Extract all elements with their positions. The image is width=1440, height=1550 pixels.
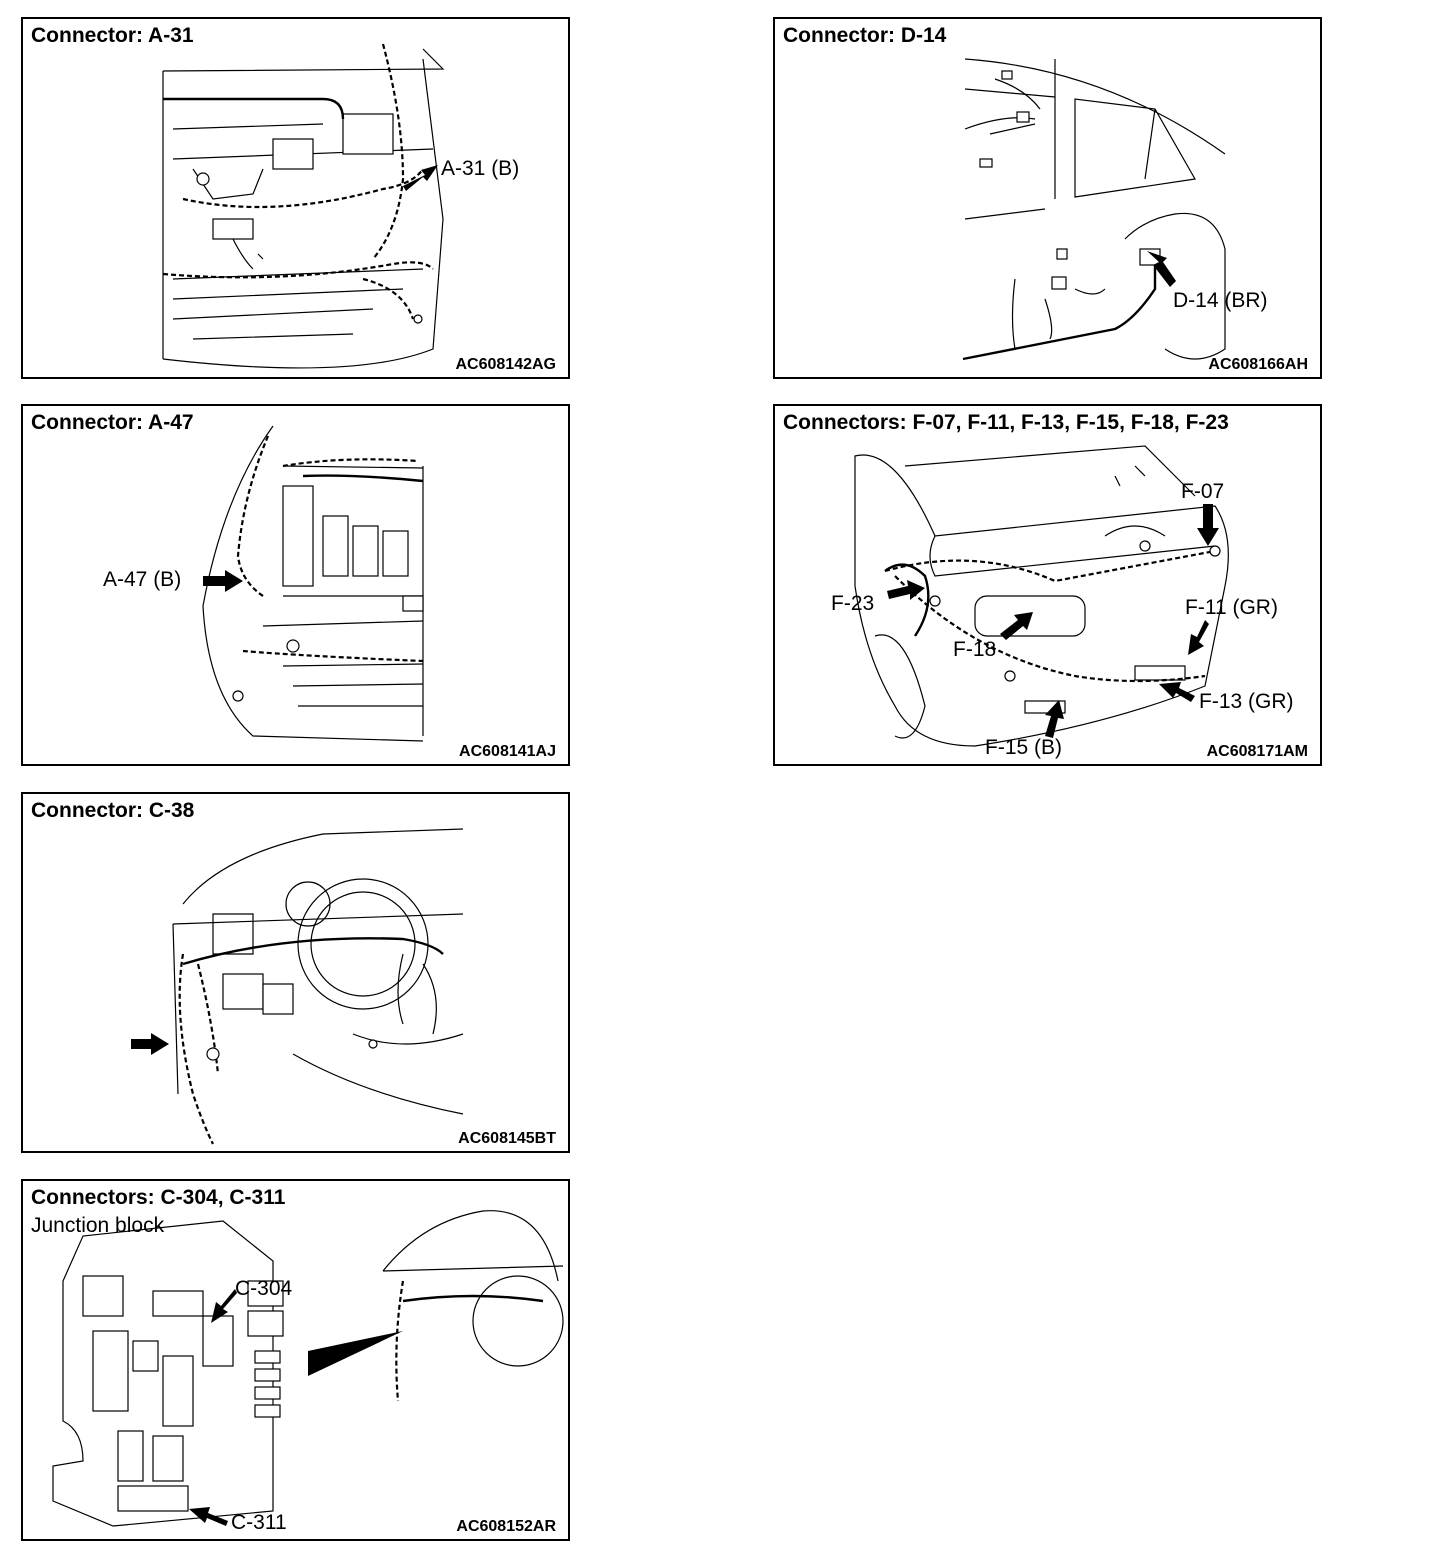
panel-title: Connector: A-31 [31, 24, 194, 47]
panel-title: Connectors: C-304, C-311 [31, 1186, 286, 1209]
figure-code: AC608171AM [1206, 743, 1308, 760]
callout-c304: C-304 [235, 1277, 293, 1300]
arrow-f15 [1045, 700, 1064, 738]
callout-f11: F-11 (GR) [1185, 596, 1278, 619]
arrow-f23 [887, 580, 925, 600]
callout-f18: F-18 [953, 638, 997, 661]
arrow-f11 [1188, 620, 1209, 655]
panel-connector-c38: Connector: C-38 AC608145BT [21, 792, 570, 1153]
arrow-a31 [403, 165, 438, 191]
figure-code: AC608142AG [455, 356, 557, 373]
panel-connectors-f-group: Connectors: F-07, F-11, F-13, F-15, F-18… [773, 404, 1322, 766]
panel-title: Connector: C-38 [31, 799, 195, 822]
arrow-c311 [189, 1507, 228, 1526]
callout-a31: A-31 (B) [441, 157, 520, 180]
figure-code: AC608145BT [458, 1130, 556, 1147]
arrow-f07 [1197, 504, 1219, 546]
arrow-f18 [1000, 612, 1033, 640]
arrow-a47 [203, 570, 243, 592]
callout-f23: F-23 [831, 592, 875, 615]
pointer-wedge [308, 1331, 403, 1376]
callout-d14: D-14 (BR) [1173, 289, 1268, 312]
vehicle-rear-trunk-illustration [854, 445, 1229, 747]
arrow-c38 [131, 1033, 169, 1055]
panel-title: Connectors: F-07, F-11, F-13, F-15, F-18… [783, 411, 1229, 434]
panel-connector-a47: Connector: A-47 A-47 (B) AC608141AJ [21, 404, 570, 766]
panel-connectors-c304-c311: Connectors: C-304, C-311 Junction block … [21, 1179, 570, 1541]
vehicle-rear-side-illustration [962, 58, 1226, 361]
panel-connector-d14: Connector: D-14 D-14 (BR) AC608166AH [773, 17, 1322, 379]
figure-code: AC608166AH [1208, 356, 1308, 373]
panel-title: Connector: D-14 [783, 24, 947, 47]
arrow-c304 [211, 1289, 237, 1323]
dashboard-illustration [131, 828, 464, 1145]
arrow-f13 [1159, 682, 1195, 702]
junction-block-illustration [52, 1210, 564, 1527]
figure-code: AC608152AR [456, 1518, 556, 1535]
callout-f13: F-13 (GR) [1199, 690, 1294, 713]
callout-a47: A-47 (B) [103, 568, 182, 591]
callout-f15: F-15 (B) [985, 736, 1063, 759]
arrow-d14 [1147, 251, 1176, 287]
callout-f07: F-07 [1181, 480, 1225, 503]
panel-connector-a31: Connector: A-31 A-31 (B) AC608142AG [21, 17, 570, 379]
engine-bay-left-illustration [202, 425, 424, 742]
panel-title: Connector: A-47 [31, 411, 194, 434]
callout-c311: C-311 [231, 1511, 287, 1534]
panel-subtitle: Junction block [31, 1214, 165, 1237]
figure-code: AC608141AJ [459, 743, 556, 760]
engine-bay-front-illustration [162, 43, 445, 369]
